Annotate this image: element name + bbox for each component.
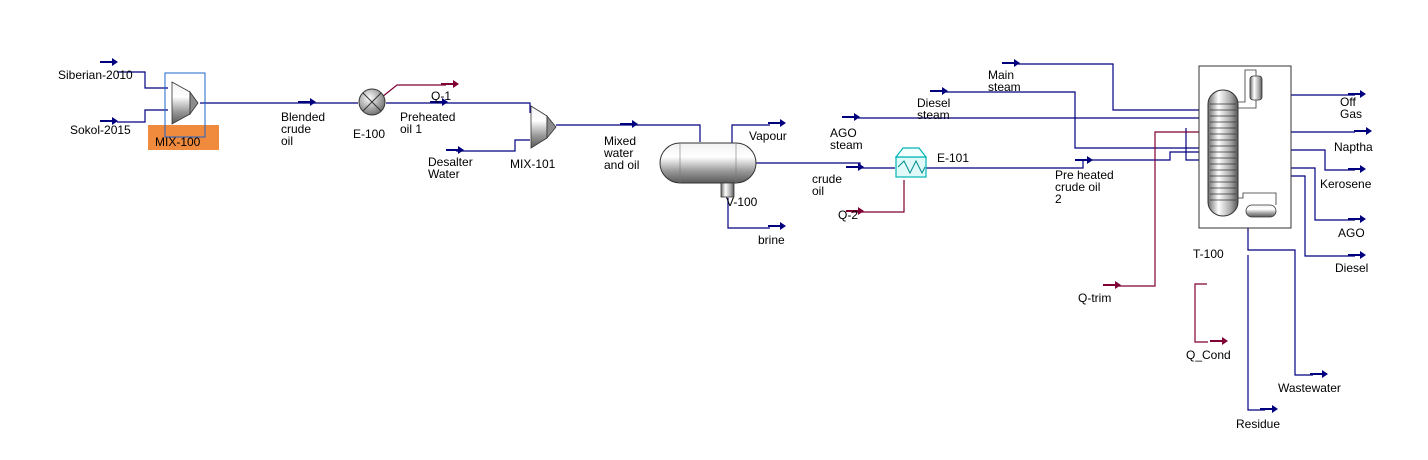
unit-selection-frame [164, 72, 206, 138]
kerosene-arrow-icon[interactable] [1348, 165, 1366, 173]
label-sokol: Sokol-2015 [70, 123, 131, 137]
label-brine: brine [758, 233, 785, 247]
label-naptha: Naptha [1334, 140, 1373, 154]
v100-unit[interactable] [659, 142, 757, 198]
mixer-icon [171, 81, 191, 125]
energy-arrows [441, 80, 1228, 345]
off-gas-arrow-icon[interactable] [1348, 90, 1366, 98]
q1-arrow-icon[interactable] [441, 80, 459, 88]
mix101-unit[interactable] [530, 105, 557, 149]
label-mix101: MIX-101 [510, 157, 556, 171]
label-vapour: Vapour [749, 129, 787, 143]
q2-arrow-icon[interactable] [846, 207, 864, 215]
preheated2-arrow-icon[interactable] [1075, 156, 1093, 164]
label-residue: Residue [1236, 417, 1280, 431]
desalter-arrow-icon[interactable] [446, 146, 464, 154]
sokol-arrow-icon[interactable] [100, 117, 118, 125]
main-steam-arrow-icon[interactable] [1002, 59, 1020, 67]
qcond-arrow-icon[interactable] [1210, 337, 1228, 345]
separator-vessel-icon [659, 142, 757, 184]
blended-arrow-icon[interactable] [298, 98, 316, 106]
stream-arrows [100, 58, 1372, 413]
e101-unit[interactable] [894, 147, 928, 178]
label-e101: E-101 [937, 151, 969, 165]
diesel-steam-arrow-icon[interactable] [930, 87, 948, 95]
mixer-icon [530, 105, 548, 149]
label-diesel: Diesel [1335, 261, 1368, 275]
t100-unit[interactable] [1198, 65, 1292, 229]
distillation-column-icon [1207, 89, 1239, 217]
label-wastewater: Wastewater [1278, 381, 1341, 395]
mixed-arrow-icon[interactable] [620, 120, 638, 128]
energy-labels: Q-1 Q-2 Q-trim Q_Cond [431, 89, 1231, 362]
label-ago: AGO [1338, 226, 1365, 240]
label-q1: Q-1 [431, 89, 451, 103]
preheated1-arrow-icon[interactable] [430, 98, 448, 106]
label-kerosene: Kerosene [1320, 177, 1372, 191]
residue-arrow-icon[interactable] [1260, 405, 1278, 413]
label-mix100: MIX-100 [155, 135, 201, 149]
mix100-unit[interactable] [148, 72, 219, 150]
brine-arrow-icon[interactable] [768, 222, 786, 230]
vapour-arrow-icon[interactable] [768, 119, 786, 127]
e100-unit[interactable] [358, 88, 386, 116]
crude-arrow-icon[interactable] [846, 163, 864, 171]
vessel-boot-icon [720, 182, 735, 198]
naptha-arrow-icon[interactable] [1354, 127, 1372, 135]
wastewater-arrow-icon[interactable] [1310, 370, 1328, 378]
ago-steam-arrow-icon[interactable] [842, 113, 860, 121]
label-v100: V-100 [726, 195, 758, 209]
siberian-arrow-icon[interactable] [100, 58, 118, 66]
label-q2: Q-2 [838, 208, 858, 222]
unit-labels: MIX-100 E-100 MIX-101 V-100 E-101 T-100 [155, 127, 1224, 261]
label-t100: T-100 [1193, 247, 1224, 261]
qtrim-arrow-icon[interactable] [1103, 281, 1121, 289]
energy-lines [381, 84, 1208, 343]
label-e100: E-100 [353, 127, 385, 141]
ago-arrow-icon[interactable] [1348, 215, 1366, 223]
heater-icon [895, 156, 927, 178]
label-qtrim: Q-trim [1078, 291, 1111, 305]
label-siberian: Siberian-2010 [58, 68, 133, 82]
diesel-arrow-icon[interactable] [1348, 251, 1366, 259]
label-qcond: Q_Cond [1186, 348, 1231, 362]
reboiler-icon [1245, 204, 1277, 218]
condenser-drum-icon [1249, 75, 1263, 101]
